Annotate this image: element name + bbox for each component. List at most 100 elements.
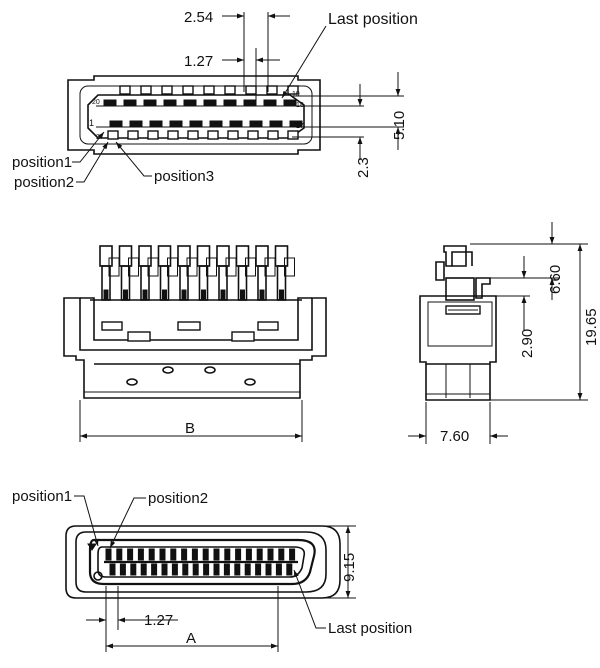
leader-position3 — [115, 141, 152, 177]
top-contact-inner — [243, 99, 257, 106]
top-housing-inner — [79, 85, 313, 145]
bottom-contact — [137, 548, 144, 561]
front-lead — [99, 245, 113, 267]
top-contact-inner — [203, 99, 217, 106]
front-lead — [235, 245, 250, 267]
front-view: B — [63, 245, 327, 442]
top-contact — [161, 85, 173, 95]
top-contact-inner — [249, 120, 263, 127]
bottom-contact — [244, 563, 251, 576]
front-lead — [157, 245, 172, 267]
bottom-contact — [265, 563, 272, 576]
label-position2-top: position2 — [14, 174, 74, 191]
bottom-contact — [203, 563, 210, 576]
front-hole — [244, 378, 256, 386]
bottom-contact — [105, 548, 112, 561]
top-contact-inner — [283, 99, 297, 106]
top-contact — [107, 130, 119, 140]
front-window — [127, 331, 151, 342]
bottom-contact — [148, 548, 155, 561]
dim-2-3-label: 2.3 — [355, 157, 372, 178]
side-pin-left — [443, 245, 467, 267]
label-position1-top: position1 — [12, 154, 72, 171]
top-contact-inner — [103, 99, 117, 106]
bottom-contact — [202, 548, 209, 561]
front-window — [177, 321, 201, 331]
bottom-contact — [127, 548, 134, 561]
leader-last-position-bottom — [293, 569, 326, 629]
front-lead-alt — [225, 257, 237, 277]
top-contact-inner — [169, 120, 183, 127]
dim-2-90-label: 2.90 — [519, 329, 536, 358]
front-lead-tip — [103, 289, 109, 301]
bottom-contact — [181, 548, 188, 561]
dim-2-54-label: 2.54 — [184, 9, 213, 26]
label-position1-bottom: position1 — [12, 488, 72, 505]
front-window — [257, 321, 279, 331]
front-lead — [216, 245, 230, 267]
top-contact-inner — [183, 99, 197, 106]
top-contact — [227, 130, 239, 140]
front-lead — [138, 245, 152, 267]
bottom-contact — [256, 548, 263, 561]
top-contact — [247, 130, 259, 140]
front-lead — [274, 245, 289, 267]
top-contact-inner — [163, 99, 177, 106]
dim-7-60-label: 7.60 — [440, 428, 469, 445]
front-hole — [126, 378, 138, 386]
front-lead-alt — [128, 257, 139, 277]
bottom-contact — [213, 548, 220, 561]
top-view: 20 1 2 19 18 17 2.54 1.27 Last position … — [12, 9, 418, 191]
leader-position1 — [72, 131, 105, 163]
bottom-contact — [109, 563, 116, 576]
bottom-contact — [116, 548, 123, 561]
dim-19-65-label: 19.65 — [583, 308, 600, 346]
top-contact — [119, 85, 131, 95]
front-body-outline — [63, 297, 327, 399]
bottom-contact — [159, 548, 166, 561]
top-contact — [187, 130, 199, 140]
front-lead-tip — [259, 289, 265, 301]
front-lead-alt — [206, 257, 217, 277]
front-lead-alt — [147, 257, 159, 277]
top-contact — [167, 130, 179, 140]
bottom-inner-outline — [75, 531, 327, 593]
top-contact-inner — [129, 120, 143, 127]
dim-a-label: A — [186, 630, 196, 647]
bottom-contact — [151, 563, 158, 576]
side-body-outline — [419, 295, 497, 401]
top-contact-inner — [123, 99, 137, 106]
top-contact — [127, 130, 139, 140]
front-lead-alt — [108, 257, 120, 277]
top-contact — [224, 85, 236, 95]
top-contact-inner — [269, 120, 283, 127]
front-lead — [196, 245, 211, 267]
bottom-contact — [140, 563, 147, 576]
front-lead-tip — [201, 289, 206, 301]
bottom-contact — [275, 563, 282, 576]
bottom-contact — [267, 548, 274, 561]
dim-1-27-bottom-label: 1.27 — [144, 612, 173, 629]
front-lead-alt — [245, 257, 256, 277]
bottom-contact — [245, 548, 252, 561]
top-contact-inner — [209, 120, 223, 127]
top-contact-inner — [229, 120, 243, 127]
leader-position1-bottom — [74, 495, 99, 547]
front-lead-alt — [284, 257, 295, 277]
bottom-contact — [278, 548, 285, 561]
front-lead-tip — [220, 289, 226, 301]
front-lead — [177, 245, 191, 267]
front-window — [101, 321, 123, 331]
top-contact-inner — [223, 99, 237, 106]
label-last-position-top: Last position — [328, 11, 418, 28]
bottom-contact — [289, 548, 296, 561]
top-contact-inner — [289, 120, 303, 127]
side-pin-right-lower — [475, 277, 491, 299]
bottom-contact — [119, 563, 126, 576]
side-view: 19.65 6.60 2.90 7.60 — [408, 222, 600, 445]
front-lead-tip — [181, 289, 187, 301]
bottom-contact — [130, 563, 137, 576]
top-housing-outline — [67, 75, 321, 155]
bottom-socket-inner — [97, 546, 306, 578]
